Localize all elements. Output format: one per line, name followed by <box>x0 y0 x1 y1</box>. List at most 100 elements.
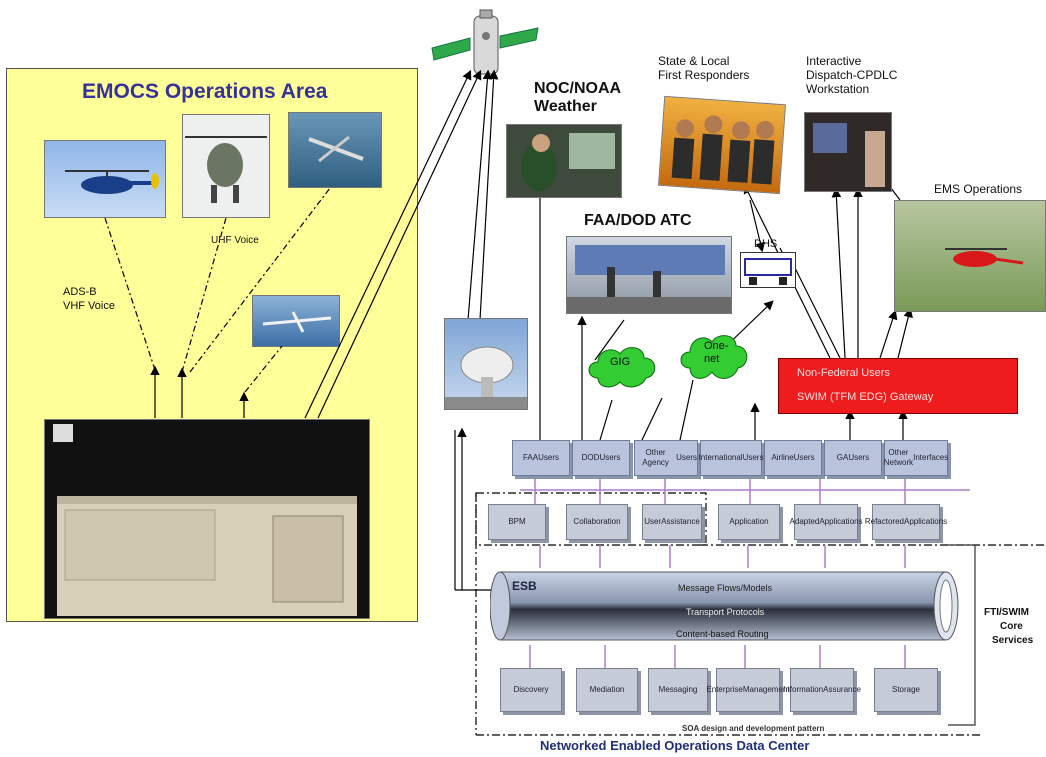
box-line-2: Assurance <box>823 685 861 694</box>
user-line-1: Other Network <box>883 448 914 467</box>
swim-gateway-box: Non-Federal Users SWIM (TFM EDG) Gateway <box>778 358 1018 414</box>
atc-center-photo <box>566 236 732 314</box>
user-box-other-agency: Other Agency Users <box>634 440 698 476</box>
dispatch-label-3: Workstation <box>806 82 870 96</box>
fti-swim-label-1: FTI/SWIM <box>984 607 1029 618</box>
bpm-box: BPM <box>488 504 546 540</box>
storage-box: Storage <box>874 668 938 712</box>
mediation-box: Mediation <box>576 668 638 712</box>
non-federal-users-label: Non-Federal Users <box>797 367 890 379</box>
satellite <box>430 8 540 80</box>
cloud-icon <box>588 347 656 388</box>
box-line-1: User <box>644 517 662 526</box>
gig-label: GIG <box>610 356 631 368</box>
user-line-2: Users <box>742 453 764 462</box>
gig-cloud: GIG <box>586 340 658 392</box>
application-box: Application <box>718 504 780 540</box>
box-line-2: Management <box>742 685 790 694</box>
emocs-shelter-photo <box>44 419 370 619</box>
user-line-1: International <box>698 453 743 462</box>
fti-swim-label-2: Core <box>1000 621 1023 632</box>
helicopter-icon <box>65 170 159 194</box>
firefighters-icon <box>671 115 775 185</box>
box-line-1: Refactored <box>864 517 904 526</box>
ads-b-label: ADS-B <box>63 286 97 298</box>
control-room-icon <box>567 245 731 313</box>
aircraft-over-sea-photo <box>288 112 382 188</box>
user-line-2: Users <box>599 453 621 462</box>
user-line-1: GA <box>836 453 849 462</box>
box-line-2: Assistance <box>661 517 700 526</box>
dispatch-label-1: Interactive <box>806 54 862 68</box>
dhs-label: DHS <box>754 238 778 250</box>
fti-swim-label-3: Services <box>992 635 1034 646</box>
user-line-2: Users <box>793 453 815 462</box>
one-net-cloud: One- net <box>678 328 750 384</box>
ground-station-photo <box>444 318 528 410</box>
soa-pattern-label: SOA design and development pattern <box>682 724 825 733</box>
discovery-box: Discovery <box>500 668 562 712</box>
faa-dod-atc-label: FAA/DOD ATC <box>584 212 692 229</box>
aircraft-icon <box>308 135 364 163</box>
user-line-1: Airline <box>771 453 794 462</box>
shelter-icon <box>53 424 357 616</box>
workstation-icon <box>813 123 885 187</box>
vehicle-icon <box>744 258 792 285</box>
box-line-1: Adapted <box>789 517 820 526</box>
user-line-1: DOD <box>581 453 600 462</box>
user-line-2: Interfaces <box>913 453 949 462</box>
esb-label: ESB <box>512 579 537 593</box>
noc-label-1: NOC/NOAA <box>534 80 622 97</box>
box-line-2: Applications <box>904 517 948 526</box>
user-line-2: Users <box>538 453 559 462</box>
uhf-voice-label: UHF Voice <box>211 235 259 246</box>
esb-pipe: ESB Message Flows/Models Transport Proto… <box>489 568 968 644</box>
one-net-label-1: One- <box>704 340 729 352</box>
user-line-1: FAA <box>522 453 539 462</box>
emocs-title: EMOCS Operations Area <box>82 80 328 103</box>
responders-label-2: First Responders <box>658 68 750 82</box>
user-line-1: Other Agency <box>642 448 669 467</box>
swim-gateway-label: SWIM (TFM EDG) Gateway <box>797 391 934 403</box>
satellite-dish-icon <box>445 346 527 409</box>
data-center-caption: Networked Enabled Operations Data Center <box>540 738 810 753</box>
box-line-2: Applications <box>819 517 863 526</box>
first-responders-photo <box>658 95 786 195</box>
responders-label-1: State & Local <box>658 54 730 68</box>
content-routing-label: Content-based Routing <box>676 629 769 639</box>
dhs-vehicle <box>740 252 796 288</box>
user-line-2: Users <box>848 453 870 462</box>
operator-workstation-icon <box>521 133 615 191</box>
dispatch-label-2: Dispatch-CPDLC <box>806 68 898 82</box>
blue-helicopter-photo <box>44 140 166 218</box>
vhf-voice-label: VHF Voice <box>63 300 115 312</box>
transport-protocols-label: Transport Protocols <box>686 607 765 617</box>
box-line-1: Information <box>783 685 824 694</box>
user-line-2: Users <box>676 453 697 462</box>
box-line-1: Enterprise <box>706 685 743 694</box>
noc-label-2: Weather <box>534 98 597 115</box>
ems-helicopter-icon <box>945 248 1024 267</box>
ems-helicopter-photo <box>894 200 1046 312</box>
ems-operations-label: EMS Operations <box>934 182 1023 196</box>
cloud-icon <box>680 335 748 379</box>
messaging-box: Messaging <box>648 668 708 712</box>
dispatch-workstation-photo <box>804 112 892 192</box>
noc-noaa-photo <box>506 124 622 198</box>
satellite-icon <box>431 9 539 75</box>
one-net-label-2: net <box>704 353 720 365</box>
helicopter-icon <box>185 136 267 203</box>
esb-cylinder <box>489 571 959 641</box>
